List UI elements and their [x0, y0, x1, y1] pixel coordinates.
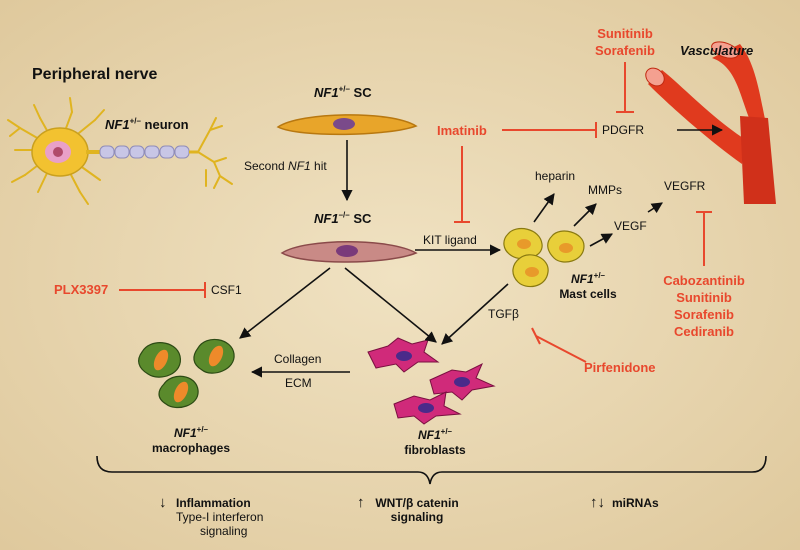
- diagram-title: Peripheral nerve: [32, 66, 158, 83]
- sc-het-label: NF1+/– SC: [314, 84, 372, 100]
- pdgfr-label: PDGFR: [602, 123, 644, 137]
- mast-cells-illustration: [503, 227, 585, 288]
- csf1-label: CSF1: [211, 283, 242, 297]
- wnt-outcome: WNT/β catenin signaling: [375, 496, 459, 524]
- fibroblasts-label: NF1+/– fibroblasts: [404, 427, 466, 458]
- sunitinib-sorafenib-label: Sunitinib Sorafenib: [584, 25, 666, 59]
- mast-cells-label: NF1+/– Mast cells: [559, 271, 617, 302]
- ecm-label: ECM: [285, 376, 312, 390]
- sc-null-label: NF1–/– SC: [314, 210, 372, 226]
- collagen-label: Collagen: [274, 352, 322, 366]
- fibroblasts-illustration: [367, 337, 496, 425]
- vegfr-label: VEGFR: [664, 179, 706, 193]
- bottom-brace: [96, 455, 767, 485]
- kit-ligand-label: KIT ligand: [423, 233, 477, 247]
- mirnas-outcome: miRNAs: [612, 496, 659, 510]
- heparin-label: heparin: [535, 169, 576, 183]
- plx3397-label: PLX3397: [54, 282, 109, 297]
- imatinib-label: Imatinib: [437, 123, 487, 138]
- wnt-arrow: ↑: [357, 494, 365, 511]
- schwann-cell-null: [280, 241, 418, 263]
- tgfb-label: TGFβ: [488, 307, 519, 321]
- inhibition-lines: [119, 62, 712, 363]
- drug-name: Sunitinib: [676, 290, 732, 305]
- neuron-illustration: [7, 97, 233, 205]
- drug-name: Cediranib: [674, 324, 734, 339]
- mirnas-arrow: ↑↓: [590, 494, 605, 511]
- schwann-cell-het: [276, 114, 418, 136]
- activation-arrows: [239, 124, 724, 378]
- drug-name: Cabozantinib: [663, 273, 745, 288]
- inflammation-outcome: Inflammation Type-I interferon signaling: [176, 496, 264, 538]
- macrophages-label: NF1+/– macrophages: [151, 425, 231, 456]
- macrophages-illustration: [138, 338, 235, 409]
- drug-name: Sorafenib: [595, 43, 655, 58]
- second-hit-label: Second NF1 hit: [244, 159, 327, 173]
- vegf-label: VEGF: [614, 219, 647, 233]
- mmps-label: MMPs: [588, 183, 622, 197]
- drug-name: Sunitinib: [597, 26, 653, 41]
- vasculature-illustration: [645, 41, 776, 204]
- pirfenidone-label: Pirfenidone: [584, 360, 656, 375]
- vegfr-inhibitors-label: Cabozantinib Sunitinib Sorafenib Cediran…: [648, 272, 760, 340]
- neuron-label: NF1+/– neuron: [105, 116, 189, 132]
- drug-name: Sorafenib: [674, 307, 734, 322]
- inflammation-arrow: ↓: [159, 494, 167, 511]
- vasculature-label: Vasculature: [680, 43, 754, 58]
